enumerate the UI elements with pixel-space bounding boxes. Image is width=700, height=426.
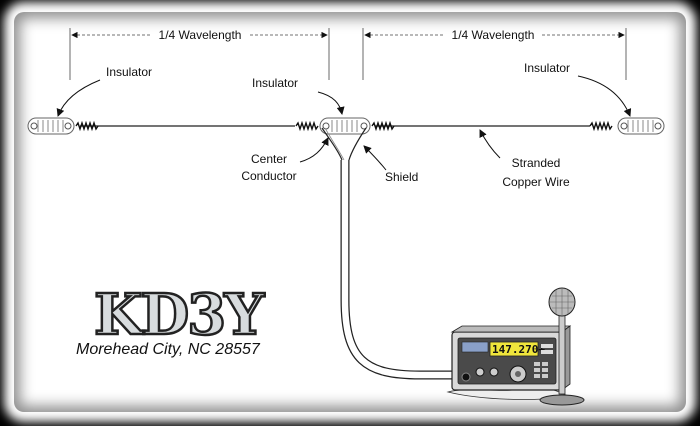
microphone-icon (539, 287, 585, 406)
label-stranded-line1: Stranded (512, 156, 561, 170)
annotation-arrows (56, 75, 632, 171)
callsign-logo: KD3Y Morehead City, NC 28557 (76, 281, 268, 358)
dimension-label-right: 1/4 Wavelength (452, 28, 535, 42)
dimension-label-left: 1/4 Wavelength (159, 28, 242, 42)
feed-split (321, 127, 367, 161)
label-shield: Shield (385, 170, 418, 184)
label-insulator-left: Insulator (106, 65, 152, 79)
dimension-right: 1/4 Wavelength (362, 28, 627, 80)
label-insulator-center: Insulator (252, 76, 298, 90)
label-center-conductor-line2: Conductor (241, 169, 296, 183)
radio-transceiver-icon: 147.270+ (446, 325, 572, 400)
label-insulator-right: Insulator (524, 61, 570, 75)
label-center-conductor-line1: Center (251, 152, 287, 166)
label-stranded-line2: Copper Wire (502, 175, 570, 189)
insulator-right-icon (617, 117, 665, 135)
insulator-center-icon (319, 117, 371, 135)
dimension-left: 1/4 Wavelength (69, 28, 330, 80)
frequency-display: 147.270+ (492, 343, 545, 356)
insulator-left-icon (27, 117, 75, 135)
coax-cable (340, 160, 470, 380)
callsign-text: KD3Y (94, 282, 265, 348)
location-text: Morehead City, NC 28557 (76, 341, 261, 358)
wire-wraps (75, 120, 613, 132)
